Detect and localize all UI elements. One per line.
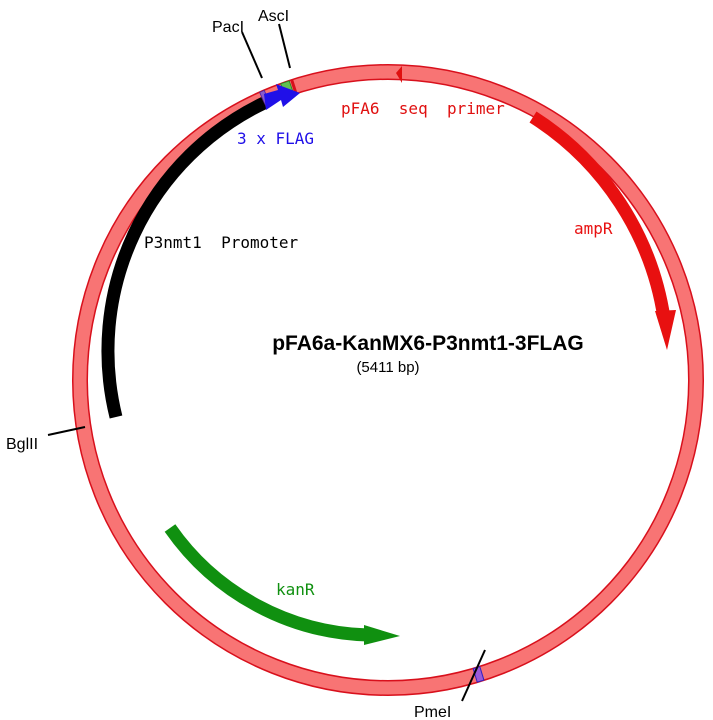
kanR-arrowhead — [364, 625, 400, 645]
ascI-label: AscI — [258, 8, 289, 25]
bglII-label: BglII — [6, 436, 38, 453]
p3nmt1-label: P3nmt1 Promoter — [144, 233, 298, 252]
pmeI-callout-line — [461, 649, 486, 702]
pacI-callout-line — [241, 31, 263, 79]
plasmid-backbone-fill — [73, 65, 703, 695]
plasmid-name: pFA6a-KanMX6-P3nmt1-3FLAG — [272, 332, 584, 355]
flag-arrow — [264, 84, 300, 110]
plasmid-size: (5411 bp) — [356, 359, 419, 376]
flag-label: 3 x FLAG — [237, 129, 314, 148]
ascI-callout-line — [278, 23, 291, 69]
ascI-end-marker — [290, 79, 298, 94]
kanR-label: kanR — [276, 580, 315, 599]
pfa6-primer-label: pFA6 seq primer — [341, 99, 505, 118]
ampR-arrow-arc — [529, 111, 671, 319]
pmeI-label: PmeI — [414, 704, 451, 720]
pfa6-primer-marker — [396, 66, 402, 83]
ampR-label: ampR — [574, 219, 613, 238]
p3nmt1-promoter-arc — [101, 97, 267, 419]
kanR-arrow-arc — [164, 524, 369, 642]
bglII-callout-line — [47, 426, 86, 436]
ampR-arrowhead — [655, 310, 676, 350]
pacI-label: PacI — [212, 19, 244, 36]
